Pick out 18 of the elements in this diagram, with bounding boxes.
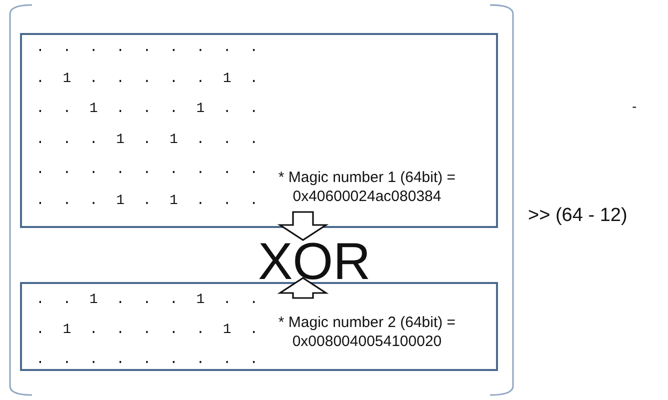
bitboard-panel — [20, 282, 498, 371]
operator-label: XOR — [258, 236, 371, 288]
bit-row: . . 1 . . . 1 . . — [36, 292, 258, 308]
bit-row: . . . 1 . 1 . . . — [36, 192, 258, 208]
bit-row: . 1 . . . . . 1 . — [36, 70, 258, 86]
bit-row: . . . . . . . . . — [36, 162, 258, 178]
shift-label: >> (64 - 12) — [528, 205, 628, 227]
magic-number-note: * Magic number 2 (64bit) = 0x0080040054100020 — [277, 313, 457, 351]
bit-row: . . 1 . . . 1 . . — [36, 101, 258, 117]
bitboard-panel — [20, 33, 498, 228]
bit-row: . 1 . . . . . 1 . — [36, 322, 258, 338]
hollow-arrow — [277, 277, 329, 299]
bit-row: . . . . . . . . . — [36, 40, 258, 56]
bit-row: . . . . . . . . . — [36, 352, 258, 368]
magic-number-note: * Magic number 1 (64bit) = 0x40600024ac080384 — [277, 168, 457, 206]
bit-row: . . . 1 . 1 . . . — [36, 132, 258, 148]
hollow-arrow — [277, 211, 329, 241]
dash-mark: - — [632, 98, 637, 114]
